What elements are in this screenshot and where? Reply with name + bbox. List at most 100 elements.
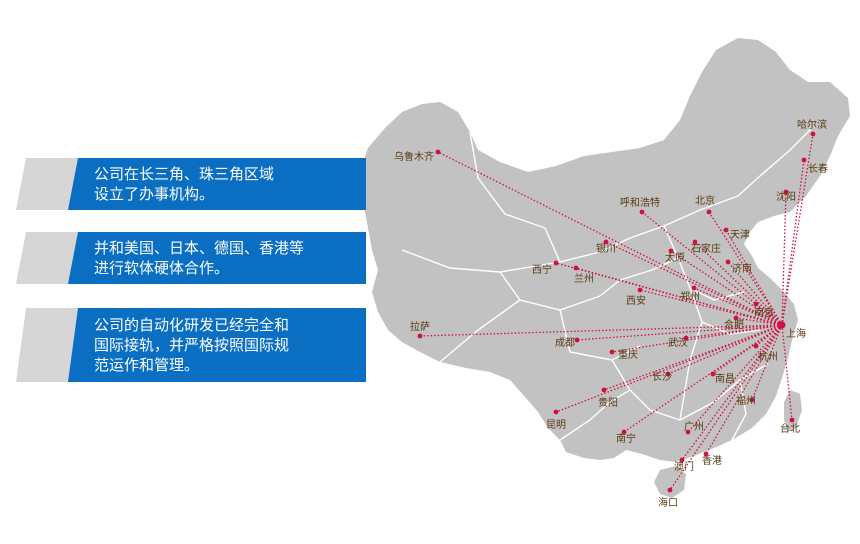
city-label: 福州 xyxy=(736,394,756,407)
city-label: 郑州 xyxy=(680,290,700,303)
route-line xyxy=(419,324,783,337)
city-dot xyxy=(723,227,729,233)
route-line xyxy=(725,229,783,326)
route-line xyxy=(623,324,783,433)
city-label: 天津 xyxy=(730,229,750,241)
city-dot xyxy=(753,343,759,349)
hainan-island xyxy=(654,466,686,498)
banner-2-line-2: 进行软体硬体合作。 xyxy=(94,259,230,277)
route-lines xyxy=(419,133,814,491)
route-line xyxy=(781,133,814,326)
banner-3-line-3: 范运作和管理。 xyxy=(94,356,200,374)
city-label: 南宁 xyxy=(616,432,636,445)
city-dot xyxy=(692,239,698,245)
route-line xyxy=(611,324,783,353)
city-dot xyxy=(667,487,673,493)
city-dot xyxy=(679,457,685,463)
city-dot xyxy=(668,248,674,254)
city-label: 上海 xyxy=(786,327,806,340)
city-dot xyxy=(706,209,712,215)
city-label: 银川 xyxy=(596,242,616,255)
city-label: 武汉 xyxy=(668,336,688,349)
city-label: 合肥 xyxy=(724,318,744,331)
city-dot xyxy=(574,337,580,343)
city-label: 贵阳 xyxy=(598,396,618,409)
city-dot xyxy=(665,371,671,377)
city-label: 西安 xyxy=(626,294,646,307)
city-dot xyxy=(710,371,716,377)
city-dot xyxy=(639,209,645,215)
taiwan-island xyxy=(784,390,802,432)
banner-3-line-2: 国际接轨，并严格按照国际规 xyxy=(94,336,290,354)
city-dot xyxy=(417,333,423,339)
city-label: 澳门 xyxy=(674,460,694,473)
city-label: 香港 xyxy=(702,455,722,467)
city-label: 沈阳 xyxy=(776,190,796,203)
city-dot xyxy=(553,260,559,266)
city-dot xyxy=(435,149,441,155)
city-dot xyxy=(683,335,689,341)
city-label: 西宁 xyxy=(532,263,552,276)
city-dot xyxy=(601,387,607,393)
city-label: 哈尔滨 xyxy=(797,118,827,131)
route-line xyxy=(670,250,783,326)
city-label: 成都 xyxy=(555,337,575,349)
city-label: 济南 xyxy=(732,262,752,275)
route-line xyxy=(735,317,783,326)
city-dot xyxy=(621,429,627,435)
banner-1-line-2: 设立了办事机构。 xyxy=(94,185,215,203)
banner-3-line-1: 公司的自动化研发已经完全和 xyxy=(94,316,290,334)
city-label: 南昌 xyxy=(715,372,735,385)
city-dot xyxy=(603,239,609,245)
city-markers: 乌鲁木齐哈尔滨长春沈阳呼和浩特北京天津银川石家庄太原济南西宁兰州郑州西安南京合肥… xyxy=(394,118,828,509)
city-dot xyxy=(778,321,786,329)
route-line xyxy=(605,241,783,326)
route-line xyxy=(575,267,783,326)
city-label: 南京 xyxy=(754,306,774,319)
banner-1-line-1: 公司在长三角、珠三角区域 xyxy=(94,165,275,183)
city-dot xyxy=(573,265,579,271)
route-line xyxy=(694,241,783,326)
route-line xyxy=(685,324,783,339)
route-line xyxy=(437,151,783,326)
city-label: 长沙 xyxy=(652,371,672,383)
province-borders xyxy=(401,127,813,441)
city-dot xyxy=(749,397,755,403)
city-dot xyxy=(553,409,559,415)
city-label: 海口 xyxy=(658,496,678,509)
city-dot xyxy=(685,429,691,435)
map-landmass xyxy=(362,38,850,498)
city-label: 呼和浩特 xyxy=(620,197,660,209)
banner-2-line-1: 并和美国、日本、德国、香港等 xyxy=(94,239,305,257)
city-dot xyxy=(810,131,816,137)
banner-2: 并和美国、日本、德国、香港等 进行软体硬体合作。 xyxy=(16,232,366,284)
route-line xyxy=(708,211,783,326)
banner-1: 公司在长三角、珠三角区域 设立了办事机构。 xyxy=(16,158,366,210)
mainland-shape xyxy=(362,38,850,462)
city-label: 石家庄 xyxy=(691,242,721,255)
banner-3: 公司的自动化研发已经完全和 国际接轨，并严格按照国际规 范运作和管理。 xyxy=(16,308,366,382)
city-label: 太原 xyxy=(665,251,685,264)
route-line xyxy=(751,324,783,401)
city-label: 台北 xyxy=(780,422,800,435)
city-dot xyxy=(703,451,709,457)
city-dot xyxy=(691,285,697,291)
city-label: 重庆 xyxy=(618,348,638,361)
city-label: 广州 xyxy=(684,421,704,433)
city-label: 兰州 xyxy=(574,272,594,285)
city-dot xyxy=(789,417,795,423)
route-line xyxy=(705,324,783,455)
city-label: 乌鲁木齐 xyxy=(394,150,434,163)
city-dot xyxy=(609,349,615,355)
city-label: 昆明 xyxy=(546,419,566,431)
route-line xyxy=(781,191,787,326)
city-dot xyxy=(725,259,731,265)
city-dot xyxy=(733,315,739,321)
route-line xyxy=(576,324,783,341)
city-label: 长春 xyxy=(808,163,828,175)
city-dot xyxy=(637,287,643,293)
city-dot xyxy=(753,301,759,307)
route-line xyxy=(681,324,783,461)
city-label: 拉萨 xyxy=(410,320,430,333)
